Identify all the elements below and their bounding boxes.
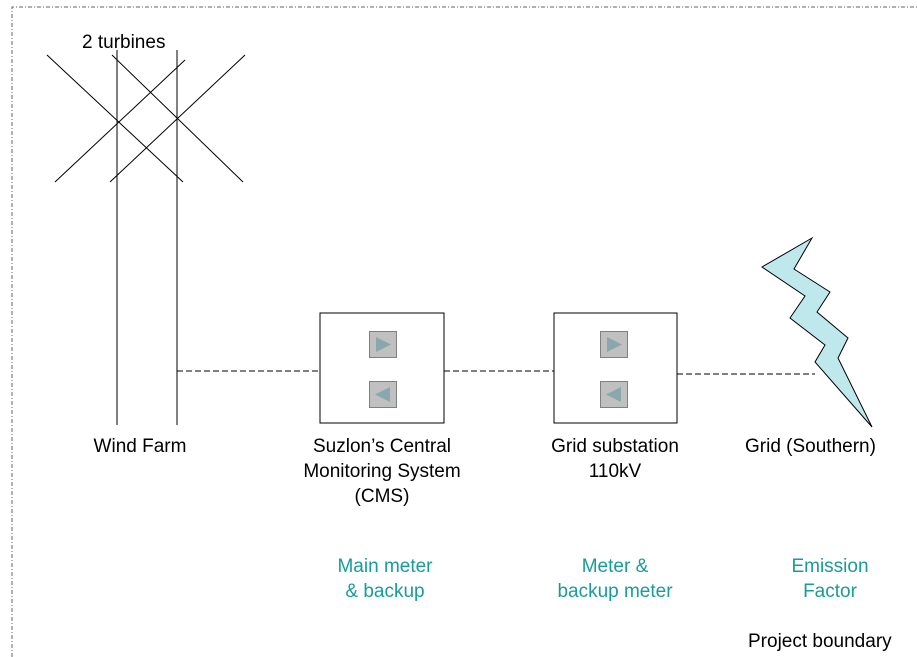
grid-label: Grid (Southern) bbox=[745, 436, 876, 457]
cms-meter-box bbox=[319, 312, 445, 424]
substation-label: Grid substation 110kV bbox=[551, 436, 679, 482]
substation-meter-box bbox=[553, 312, 678, 424]
wind-farm-label: Wind Farm bbox=[93, 436, 187, 457]
cms-meter-label: Main meter & backup bbox=[337, 556, 433, 602]
turbines-label: 2 turbines bbox=[82, 32, 166, 53]
cms-label: Suzlon’s Central Monitoring System (CMS) bbox=[303, 436, 461, 507]
substation-meter-label: Meter & backup meter bbox=[557, 556, 673, 602]
lightning-bolt-icon bbox=[761, 236, 873, 428]
forward-arrow-icon bbox=[600, 331, 628, 358]
project-boundary-label: Project boundary bbox=[748, 631, 892, 652]
backward-arrow-icon bbox=[600, 381, 628, 408]
backward-arrow-icon bbox=[369, 381, 397, 408]
project-boundary-line bbox=[11, 6, 917, 657]
connection-line bbox=[177, 370, 815, 375]
grid-meter-label: Emission Factor bbox=[791, 556, 869, 602]
forward-arrow-icon bbox=[368, 330, 398, 359]
wind-turbines bbox=[46, 50, 246, 425]
